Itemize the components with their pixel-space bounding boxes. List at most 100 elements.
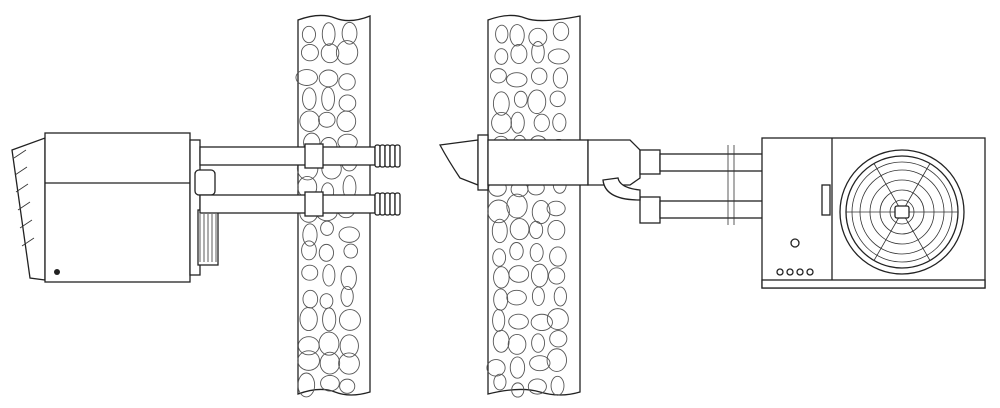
stone [549, 246, 567, 267]
stone [322, 264, 336, 287]
left-pipes [199, 143, 401, 217]
stone [494, 48, 509, 65]
stone [552, 113, 567, 132]
stone [321, 22, 336, 46]
stone [506, 193, 528, 219]
stone [527, 378, 547, 395]
stone [527, 89, 547, 115]
stone [548, 267, 566, 285]
stone [491, 111, 512, 134]
stone [322, 307, 337, 332]
stone [552, 21, 570, 41]
stone [299, 110, 320, 132]
stone [318, 243, 334, 262]
outdoor-connectors [776, 184, 831, 276]
stone [506, 289, 527, 306]
stone [509, 218, 530, 241]
corrugation [384, 192, 391, 216]
stone [547, 219, 566, 241]
stone [492, 248, 507, 267]
stone [320, 43, 340, 64]
stone [493, 266, 510, 289]
stone [340, 265, 357, 291]
stone [509, 242, 524, 261]
flue-terminal [438, 134, 641, 191]
stone [509, 356, 526, 379]
stone [301, 240, 317, 261]
right-wall [486, 14, 581, 398]
stone [528, 27, 548, 47]
corrugation [394, 144, 401, 168]
stone [340, 285, 354, 307]
stone [318, 111, 336, 128]
stone [339, 334, 359, 358]
stone [297, 372, 316, 398]
stone [320, 220, 334, 236]
stone [510, 44, 528, 65]
stone [507, 333, 527, 355]
stone [341, 21, 358, 45]
stone [511, 382, 525, 398]
stone [549, 90, 566, 108]
stone [508, 265, 530, 283]
stone [319, 351, 341, 375]
stone [546, 308, 569, 330]
stone [295, 69, 318, 86]
corrugation [374, 144, 381, 168]
stone [531, 67, 548, 85]
stone [302, 87, 317, 110]
corrugation [394, 192, 401, 216]
stone [549, 330, 568, 348]
stone [299, 307, 318, 331]
stone [547, 48, 570, 65]
stone [338, 226, 360, 243]
stone [302, 223, 318, 247]
stone [550, 375, 565, 396]
stone [490, 68, 507, 84]
stone [531, 41, 545, 64]
indoor-heater-unit [11, 132, 219, 283]
stone [343, 243, 359, 259]
stone [491, 218, 508, 244]
fan-icon [846, 161, 958, 263]
corrugation [389, 144, 396, 168]
stone [318, 331, 340, 356]
stone [531, 286, 545, 306]
stone [508, 313, 529, 330]
stone [552, 67, 568, 89]
stone [339, 378, 356, 394]
stone [506, 72, 528, 88]
stone [493, 373, 507, 391]
corrugation [379, 144, 386, 168]
stone [320, 374, 340, 392]
outdoor-unit [761, 137, 986, 289]
stone [529, 355, 551, 372]
stone [530, 313, 553, 331]
stone [531, 333, 545, 353]
stone [297, 350, 320, 371]
stone [546, 348, 567, 372]
stone [338, 73, 356, 91]
stone [510, 111, 525, 134]
corrugation [379, 192, 386, 216]
stone [533, 113, 550, 133]
stone [321, 86, 335, 111]
stone [338, 352, 360, 375]
corrugation [374, 192, 381, 216]
stone [301, 25, 316, 44]
stone [509, 24, 525, 47]
stone [546, 200, 566, 217]
stone [492, 91, 510, 116]
corrugation [389, 192, 396, 216]
corrugation [384, 144, 391, 168]
stone [529, 220, 544, 240]
stone [495, 24, 509, 44]
stone [529, 243, 544, 263]
stone [301, 43, 319, 62]
stone [336, 110, 357, 132]
stone [553, 286, 567, 307]
stone [487, 199, 510, 224]
stone [513, 90, 528, 108]
stone [335, 40, 359, 65]
